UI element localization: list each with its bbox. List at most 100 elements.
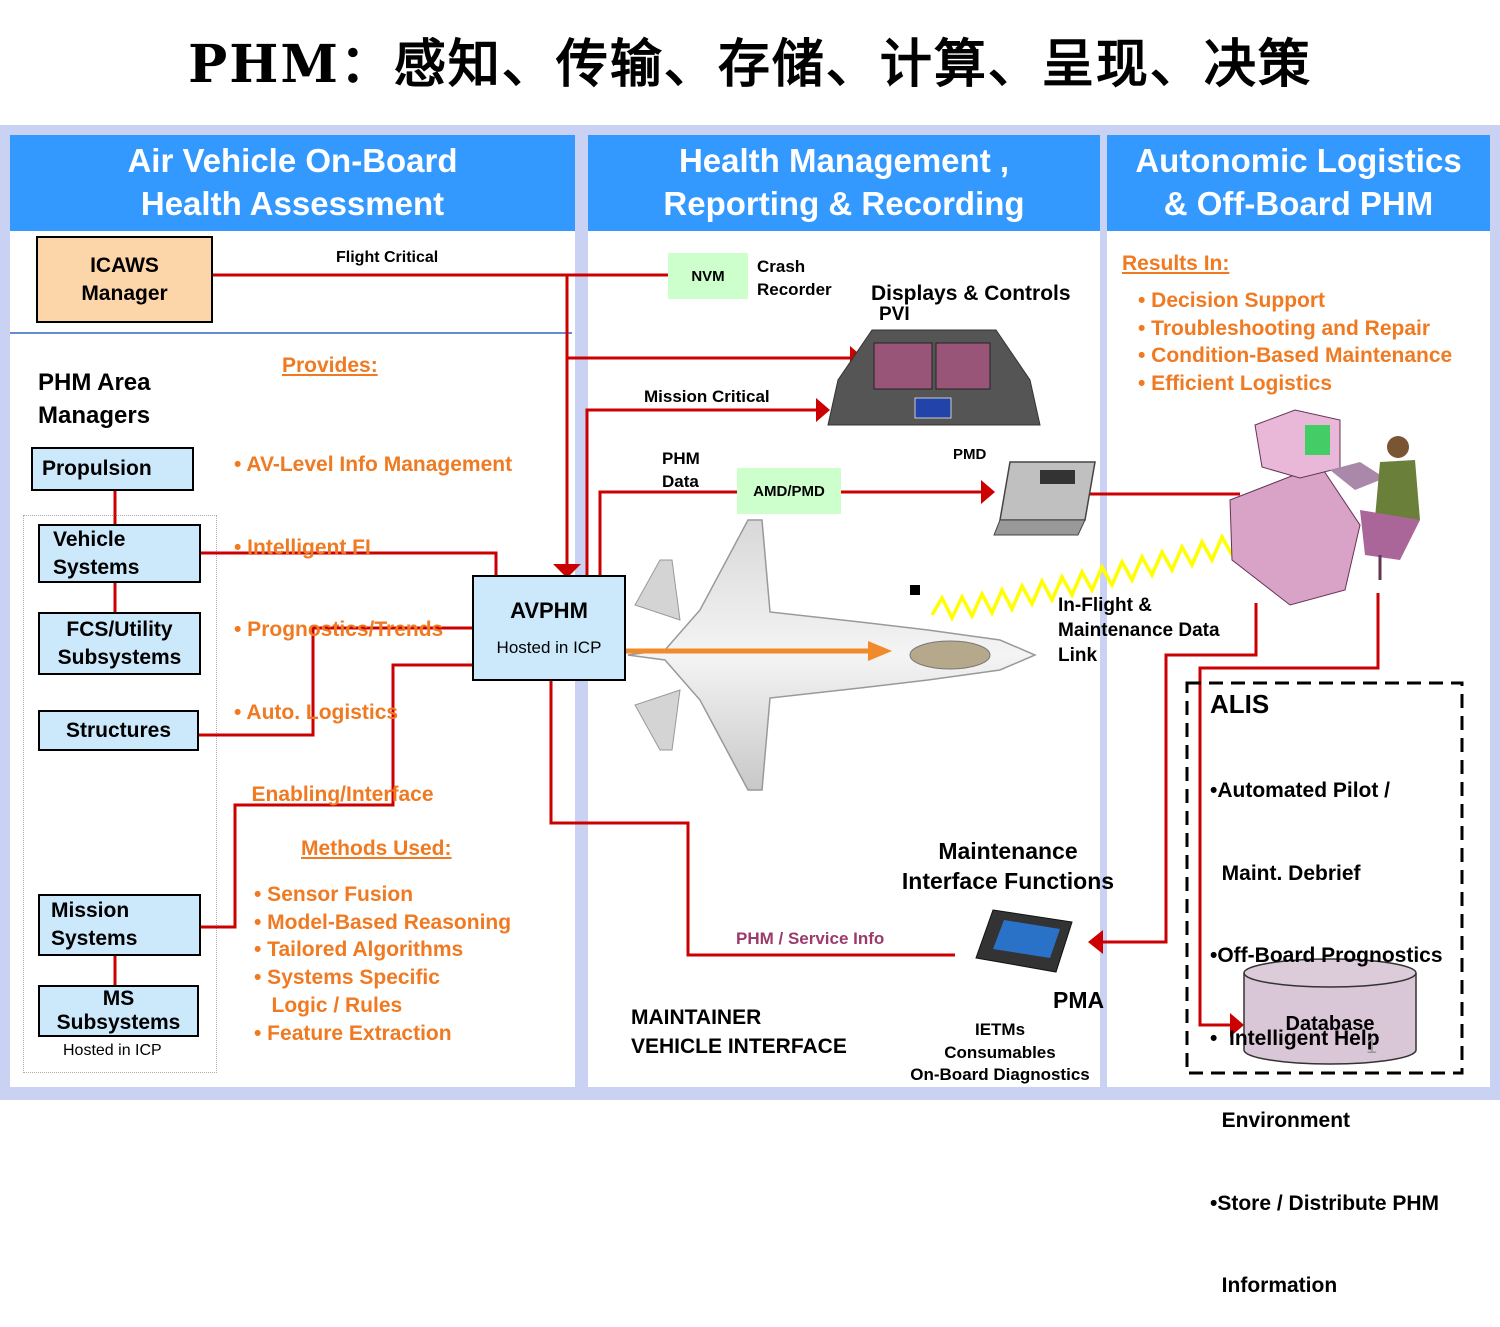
datalink-line2: Maintenance Data xyxy=(1058,620,1220,641)
results-heading: Results In: xyxy=(1122,252,1230,275)
connections-layer xyxy=(10,273,1464,1075)
phm-area-managers-label: PHM Area Managers xyxy=(38,366,150,432)
alis-item: • Intelligent Help xyxy=(1210,1026,1380,1050)
pma-arrowhead xyxy=(1088,930,1103,954)
provides-item: Enabling/Interface xyxy=(234,783,434,806)
maintainer-line1: MAINTAINER xyxy=(631,1006,762,1029)
pma-item: IETMs xyxy=(974,1020,1026,1039)
mission-line2: Systems xyxy=(51,927,138,950)
methods-item: • Model-Based Reasoning xyxy=(254,910,512,934)
provides-item: • Intelligent FI xyxy=(234,535,371,559)
provides-item: • Prognostics/Trends xyxy=(234,618,444,641)
vehicle-systems-box: Vehicle Systems xyxy=(38,524,201,583)
pmd-arrowhead xyxy=(981,480,995,504)
ms-line1: MS xyxy=(102,987,135,1010)
alis-database-line xyxy=(1198,593,1380,1027)
results-item: • Troubleshooting and Repair xyxy=(1138,316,1431,340)
avphm-title: AVPHM xyxy=(510,598,588,623)
ms-subsystems-box: MS Subsystems xyxy=(38,985,199,1037)
aircraft-image xyxy=(625,519,1037,791)
right-header-line2: & Off-Board PHM xyxy=(1163,185,1434,222)
methods-item: Logic / Rules xyxy=(254,993,403,1017)
phm-service-line xyxy=(549,680,955,957)
methods-item: • Tailored Algorithms xyxy=(254,938,464,962)
icaws-line1: ICAWS xyxy=(90,253,159,277)
maintainer-line2: VEHICLE INTERFACE xyxy=(631,1035,847,1058)
pmd-label: PMD xyxy=(953,446,987,463)
right-panel xyxy=(1107,135,1490,1087)
fcs-line1: FCS/Utility xyxy=(66,617,173,641)
pma-item: On-Board Diagnostics xyxy=(910,1065,1090,1084)
database-cylinder xyxy=(1243,958,1417,1065)
vehicle-line1: Vehicle xyxy=(53,527,126,551)
database-arrowhead xyxy=(1230,1013,1244,1037)
pma-tablet-image xyxy=(975,909,1073,973)
avphm-arrowhead xyxy=(553,564,581,578)
alis-item: •Off-Board Prognostics xyxy=(1210,944,1443,967)
middle-header-line1: Health Management , xyxy=(678,142,1010,179)
vehicle-systems-link xyxy=(200,551,498,575)
page-number: 1 xyxy=(1366,1036,1378,1058)
phm-data-line2: Data xyxy=(662,472,699,491)
nvm-box: NVM xyxy=(668,253,748,299)
methods-item: • Feature Extraction xyxy=(254,1021,452,1045)
maint-if-line2: Interface Functions xyxy=(901,868,1115,894)
icaws-manager-box: ICAWS Manager xyxy=(36,236,213,323)
methods-list: • Sensor Fusion • Model-Based Reasoning … xyxy=(254,881,511,1047)
database-label: Database xyxy=(1285,1013,1375,1035)
middle-column-header: Health Management , Reporting & Recordin… xyxy=(588,135,1100,231)
crash-line1: Crash xyxy=(757,257,806,276)
pma-items: IETMs Consumables On-Board Diagnostics xyxy=(895,1019,1105,1087)
displays-controls-label: Displays & Controls PVI xyxy=(871,282,1071,324)
ms-line2: Subsystems xyxy=(56,1011,181,1034)
methods-item: • Sensor Fusion xyxy=(254,883,414,906)
alis-item: Maint. Debrief xyxy=(1210,861,1361,885)
crash-line2: Recorder xyxy=(757,280,832,299)
mission-systems-link xyxy=(198,663,473,929)
crash-recorder-label: Crash Recorder xyxy=(757,255,832,301)
avphm-box: AVPHM Hosted in ICP xyxy=(472,575,626,681)
provides-item: • AV-Level Info Management xyxy=(234,453,513,476)
left-column-header: Air Vehicle On-Board Health Assessment xyxy=(10,135,575,231)
structures-link xyxy=(198,626,473,737)
propulsion-box: Propulsion xyxy=(31,447,194,491)
pvi-label: PVI xyxy=(879,304,910,325)
phm-area-line1: PHM Area xyxy=(38,369,151,396)
workstation-image xyxy=(1229,409,1420,606)
alis-item: •Store / Distribute PHM xyxy=(1210,1191,1440,1215)
middle-header-line2: Reporting & Recording xyxy=(663,185,1025,222)
provides-list: • AV-Level Info Management • Intelligent… xyxy=(234,396,512,836)
mission-critical-arrowhead xyxy=(816,398,830,422)
datalink-line1: In-Flight & xyxy=(1058,595,1152,616)
alis-item: Information xyxy=(1210,1274,1338,1297)
provides-item: • Auto. Logistics xyxy=(234,700,399,724)
maintenance-interface-label: Maintenance Interface Functions xyxy=(883,836,1133,896)
fcs-line2: Subsystems xyxy=(57,645,182,669)
ms-hosted-label: Hosted in ICP xyxy=(63,1042,162,1059)
phm-data-label: PHM Data xyxy=(662,447,700,493)
methods-item: • Systems Specific xyxy=(254,966,440,990)
pma-label: PMA xyxy=(1053,987,1105,1013)
mission-critical-label: Mission Critical xyxy=(644,387,770,406)
link-marker xyxy=(910,585,920,595)
pmd-device-image xyxy=(993,461,1096,536)
flight-critical-label: Flight Critical xyxy=(336,249,439,266)
provides-heading: Provides: xyxy=(282,354,378,377)
left-header-line2: Health Assessment xyxy=(140,185,445,222)
phm-data-line xyxy=(598,490,983,575)
phm-area-line2: Managers xyxy=(38,402,151,429)
phm-data-line1: PHM xyxy=(662,449,700,468)
cockpit-display-image xyxy=(827,329,1041,426)
data-link-label: In-Flight & Maintenance Data Link xyxy=(1058,593,1220,668)
mission-critical-line xyxy=(585,408,818,575)
icaws-line2: Manager xyxy=(81,281,168,305)
datalink-line3: Link xyxy=(1058,645,1098,666)
results-item: • Condition-Based Maintenance xyxy=(1138,344,1453,367)
alis-box xyxy=(1185,681,1464,1075)
data-link-wave xyxy=(930,533,1234,622)
avphm-hosted: Hosted in ICP xyxy=(496,638,602,657)
page-title: PHM：感知、传输、存储、计算、呈现、决策 xyxy=(188,34,1312,95)
results-list: • Decision Support • Troubleshooting and… xyxy=(1138,287,1452,397)
pma-item: Consumables xyxy=(944,1042,1056,1062)
vehicle-line2: Systems xyxy=(53,555,140,579)
